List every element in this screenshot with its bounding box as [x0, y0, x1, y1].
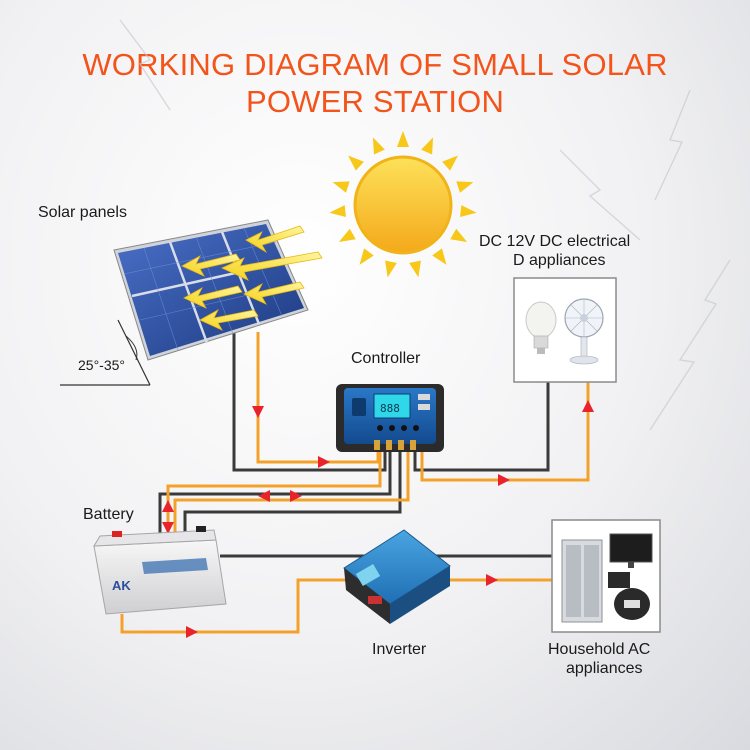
arrow-to-dc-load — [498, 474, 510, 486]
dc-appliances-label-line-1: DC 12V DC electrical — [479, 233, 631, 250]
page-title: WORKING DIAGRAM OF SMALL SOLAR POWER STA… — [0, 46, 750, 120]
dc-appliances-icon — [513, 277, 617, 383]
arrow-dc-up — [582, 400, 594, 412]
arrow-battery-down — [162, 522, 174, 534]
arrow-to-controller — [318, 456, 330, 468]
title-line-1: WORKING DIAGRAM OF SMALL SOLAR — [82, 47, 668, 82]
dc-appliances-label-line-2: D appliances — [513, 252, 606, 269]
wires-dark — [158, 332, 555, 558]
lightning-decoration — [119, 19, 731, 431]
arrow-battery-right — [290, 490, 302, 502]
battery-icon: AK — [93, 526, 227, 615]
sun-icon — [329, 131, 477, 278]
arrow-panel-down — [252, 406, 264, 418]
tilt-angle-label: 25°-35° — [78, 357, 126, 373]
ac-appliances-label-line-2: appliances — [566, 660, 643, 677]
inverter-icon — [343, 529, 451, 624]
title-line-2: POWER STATION — [245, 84, 505, 119]
controller-icon: 888 — [336, 384, 444, 452]
controller-label: Controller — [351, 350, 421, 367]
arrow-battery-up — [162, 500, 174, 512]
ac-appliances-label-line-1: Household AC — [548, 641, 651, 658]
ac-appliances-icon — [551, 519, 661, 633]
arrow-to-ac-load — [486, 574, 498, 586]
svg-text:888: 888 — [380, 402, 400, 415]
solar-panel-icon — [60, 219, 323, 386]
arrow-battery-left — [258, 490, 270, 502]
svg-text:AK: AK — [112, 578, 131, 593]
arrow-to-inverter — [186, 626, 198, 638]
solar-panels-label: Solar panels — [38, 204, 127, 221]
inverter-label: Inverter — [372, 641, 427, 658]
flow-arrows — [162, 400, 594, 638]
battery-label: Battery — [83, 506, 134, 523]
